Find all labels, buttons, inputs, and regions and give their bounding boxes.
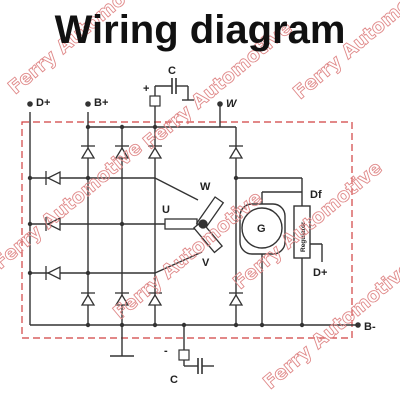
label-d-plus-top: D+ (36, 97, 50, 109)
label-df: Df (310, 189, 322, 201)
label-u: U (162, 204, 170, 216)
diode (46, 216, 61, 232)
diode (147, 146, 163, 159)
diode (114, 293, 130, 306)
label-w-top: W (226, 98, 238, 110)
alternator-housing (21, 121, 353, 339)
diode (80, 293, 96, 306)
terminal-dots (27, 101, 361, 328)
diode (147, 293, 163, 306)
label-w-stator: W (200, 181, 211, 193)
page-title: Wiring diagram (54, 8, 346, 52)
label-regulator: Regulator (300, 221, 307, 252)
label-minus-sign: - (164, 345, 168, 357)
capacitor-bottom (178, 349, 203, 374)
diode (80, 146, 96, 159)
label-b-plus: B+ (94, 97, 108, 109)
regulator-box (293, 205, 311, 259)
diode (46, 265, 61, 281)
diode (114, 146, 130, 159)
generator-symbol (241, 207, 283, 249)
label-plus-sign: + (143, 83, 149, 95)
capacitor-top (149, 78, 177, 107)
label-c-bottom: C (170, 374, 178, 386)
diode (228, 146, 244, 159)
diode (228, 293, 244, 306)
stator-windings (164, 196, 225, 254)
label-v: V (202, 257, 210, 269)
label-c-top: C (168, 65, 176, 77)
diode (46, 170, 61, 186)
label-b-minus: B- (364, 321, 376, 333)
label-g: G (257, 223, 266, 235)
label-d-plus-reg: D+ (313, 267, 327, 279)
diodes (45, 145, 244, 306)
